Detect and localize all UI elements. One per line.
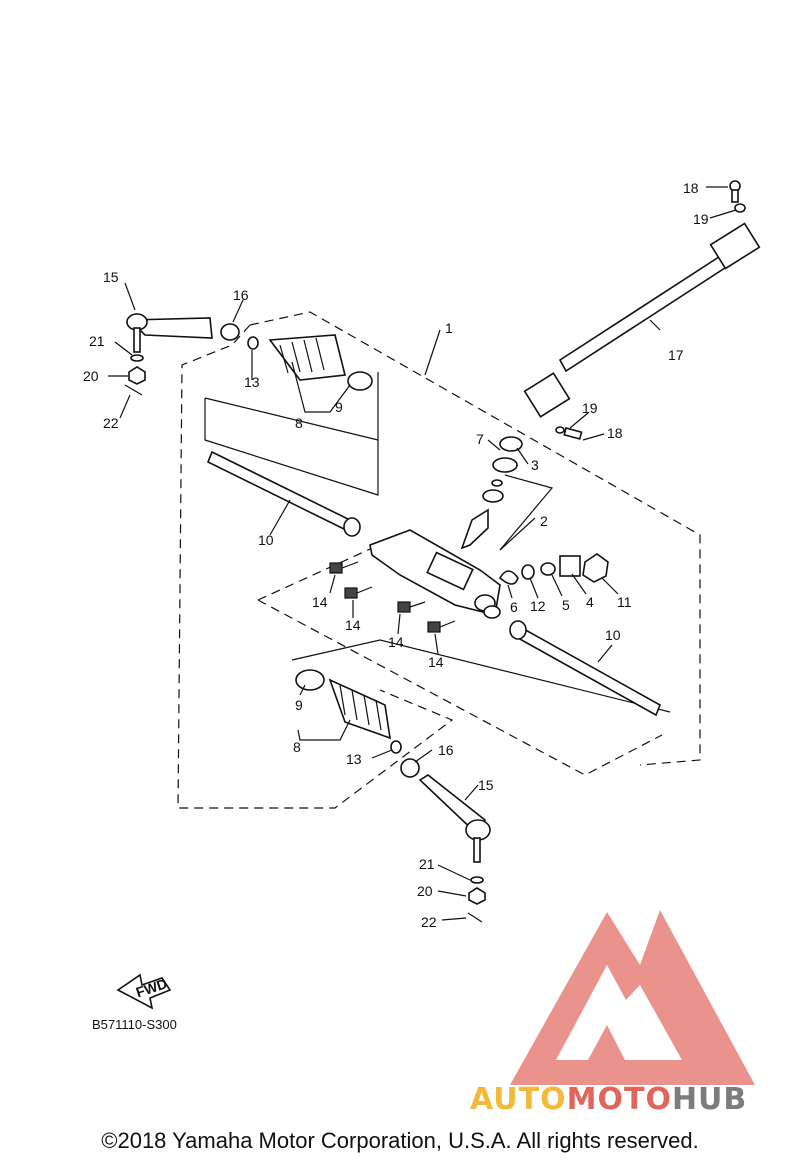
bolts (329, 561, 456, 633)
callout-8-upper: 8 (295, 415, 303, 431)
callout-19-mid: 19 (582, 400, 598, 416)
callout-13-lower: 13 (346, 751, 362, 767)
callout-5: 5 (562, 597, 570, 613)
adjuster-parts (498, 553, 609, 585)
callout-15-upper: 15 (103, 269, 119, 285)
callout-14-a: 14 (312, 594, 328, 610)
steering-shaft (523, 180, 761, 440)
watermark-text: AUTOMOTOHUB (470, 1082, 747, 1117)
upper-boot-assembly (124, 313, 373, 396)
callout-3: 3 (531, 457, 539, 473)
callout-8-lower: 8 (293, 739, 301, 755)
callout-18-mid: 18 (607, 425, 623, 441)
callout-14-b: 14 (345, 617, 361, 633)
callout-22-lower: 22 (421, 914, 437, 930)
callout-12: 12 (530, 598, 546, 614)
callout-labels: 1 2 3 4 5 6 7 8 9 10 11 12 13 14 14 14 1… (83, 180, 709, 930)
callout-1: 1 (445, 320, 453, 336)
assembly-outline (177, 311, 701, 809)
watermark-part-hub: HUB (671, 1082, 748, 1117)
watermark-part-auto: AUTO (470, 1082, 567, 1117)
callout-4: 4 (586, 594, 594, 610)
callout-22-upper: 22 (103, 415, 119, 431)
watermark-part-moto: MOTO (566, 1082, 672, 1117)
callout-20-upper: 20 (83, 368, 99, 384)
lower-boot-assembly (295, 669, 491, 923)
callout-20-lower: 20 (417, 883, 433, 899)
leader-lines (108, 186, 737, 921)
callout-6: 6 (510, 599, 518, 615)
callout-7: 7 (476, 431, 484, 447)
callout-14-d: 14 (428, 654, 444, 670)
callout-17: 17 (668, 347, 684, 363)
callout-2: 2 (540, 513, 548, 529)
fwd-arrow-icon: FWD (116, 973, 172, 1010)
callout-21-lower: 21 (419, 856, 435, 872)
callout-9-upper: 9 (335, 399, 343, 415)
callout-11: 11 (617, 594, 632, 610)
rack-housing (369, 529, 501, 619)
callout-21-upper: 21 (89, 333, 105, 349)
callout-19-top: 19 (693, 211, 709, 227)
copyright-notice: ©2018 Yamaha Motor Corporation, U.S.A. A… (101, 1128, 699, 1153)
watermark-logo-icon (510, 910, 755, 1085)
callout-10-left: 10 (258, 532, 274, 548)
tie-rods (206, 450, 662, 717)
callout-16-lower: 16 (438, 742, 454, 758)
callout-14-c: 14 (388, 634, 404, 650)
pinion-parts (460, 436, 523, 550)
figure-code: B571110-S300 (92, 1017, 177, 1032)
callout-13-upper: 13 (244, 374, 260, 390)
callout-18-top: 18 (683, 180, 699, 196)
callout-15-lower: 15 (478, 777, 494, 793)
callout-16-upper: 16 (233, 287, 249, 303)
callout-10-right: 10 (605, 627, 621, 643)
callout-9-lower: 9 (295, 697, 303, 713)
reference-lines (204, 329, 671, 713)
